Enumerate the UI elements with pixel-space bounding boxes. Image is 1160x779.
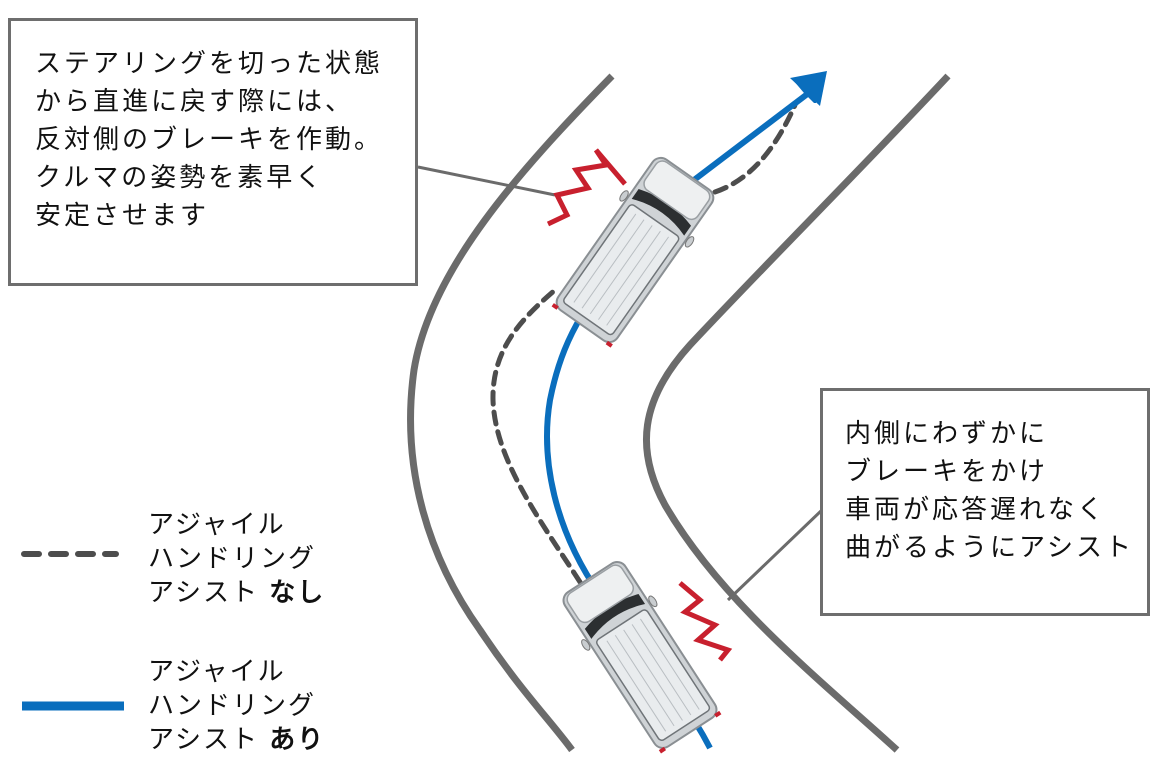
legend-entry-with-assist: アジャイル ハンドリング アシスト あり — [148, 655, 325, 757]
brake-zigzag-icon — [678, 581, 733, 662]
callout-line: 反対側のブレーキを作動。 — [35, 125, 384, 155]
callout-line: 車両が応答遅れなく — [845, 495, 1107, 525]
vehicle-top-view-icon — [562, 561, 722, 754]
callout-line: 安定させます — [35, 201, 210, 231]
legend-line: ハンドリング — [148, 691, 317, 721]
legend-line: ハンドリング — [148, 544, 317, 574]
brake-zigzag-icon — [546, 148, 627, 227]
callout-exit-brake: ステアリングを切った状態 から直進に戻す際には、 反対側のブレーキを作動。 クル… — [8, 18, 418, 286]
callout-line: ブレーキをかけ — [845, 457, 1049, 487]
callout-inner-brake: 内側にわずかに ブレーキをかけ 車両が応答遅れなく 曲がるようにアシスト — [820, 388, 1150, 616]
legend-prefix: アシスト — [148, 578, 270, 608]
no-assist-path-exit — [712, 102, 798, 195]
callout-line: ステアリングを切った状態 — [35, 49, 384, 79]
legend-emphasis: なし — [269, 578, 326, 608]
no-assist-path — [490, 287, 583, 585]
direction-arrow-icon-head — [790, 71, 827, 106]
legend-line: アシスト なし — [148, 576, 325, 610]
legend-line: アシスト あり — [148, 723, 325, 757]
assist-path-exit — [692, 89, 812, 183]
callout-line: 内側にわずかに — [845, 419, 1049, 449]
legend-entry-without-assist: アジャイル ハンドリング アシスト なし — [148, 508, 325, 610]
callout-line: 曲がるようにアシスト — [845, 533, 1134, 563]
legend-line: アジャイル — [148, 657, 286, 687]
vehicle-top-view-icon — [551, 156, 715, 348]
legend-emphasis: あり — [269, 725, 326, 755]
leader-line-exit — [417, 165, 556, 197]
callout-line: クルマの姿勢を素早く — [35, 163, 325, 193]
road-outer-edge — [407, 73, 615, 753]
leader-line-inner — [726, 508, 824, 602]
callout-line: から直進に戻す際には、 — [35, 87, 355, 117]
legend-line: アジャイル — [148, 510, 286, 540]
legend-prefix: アシスト — [148, 725, 270, 755]
road-inner-edge — [643, 73, 951, 753]
